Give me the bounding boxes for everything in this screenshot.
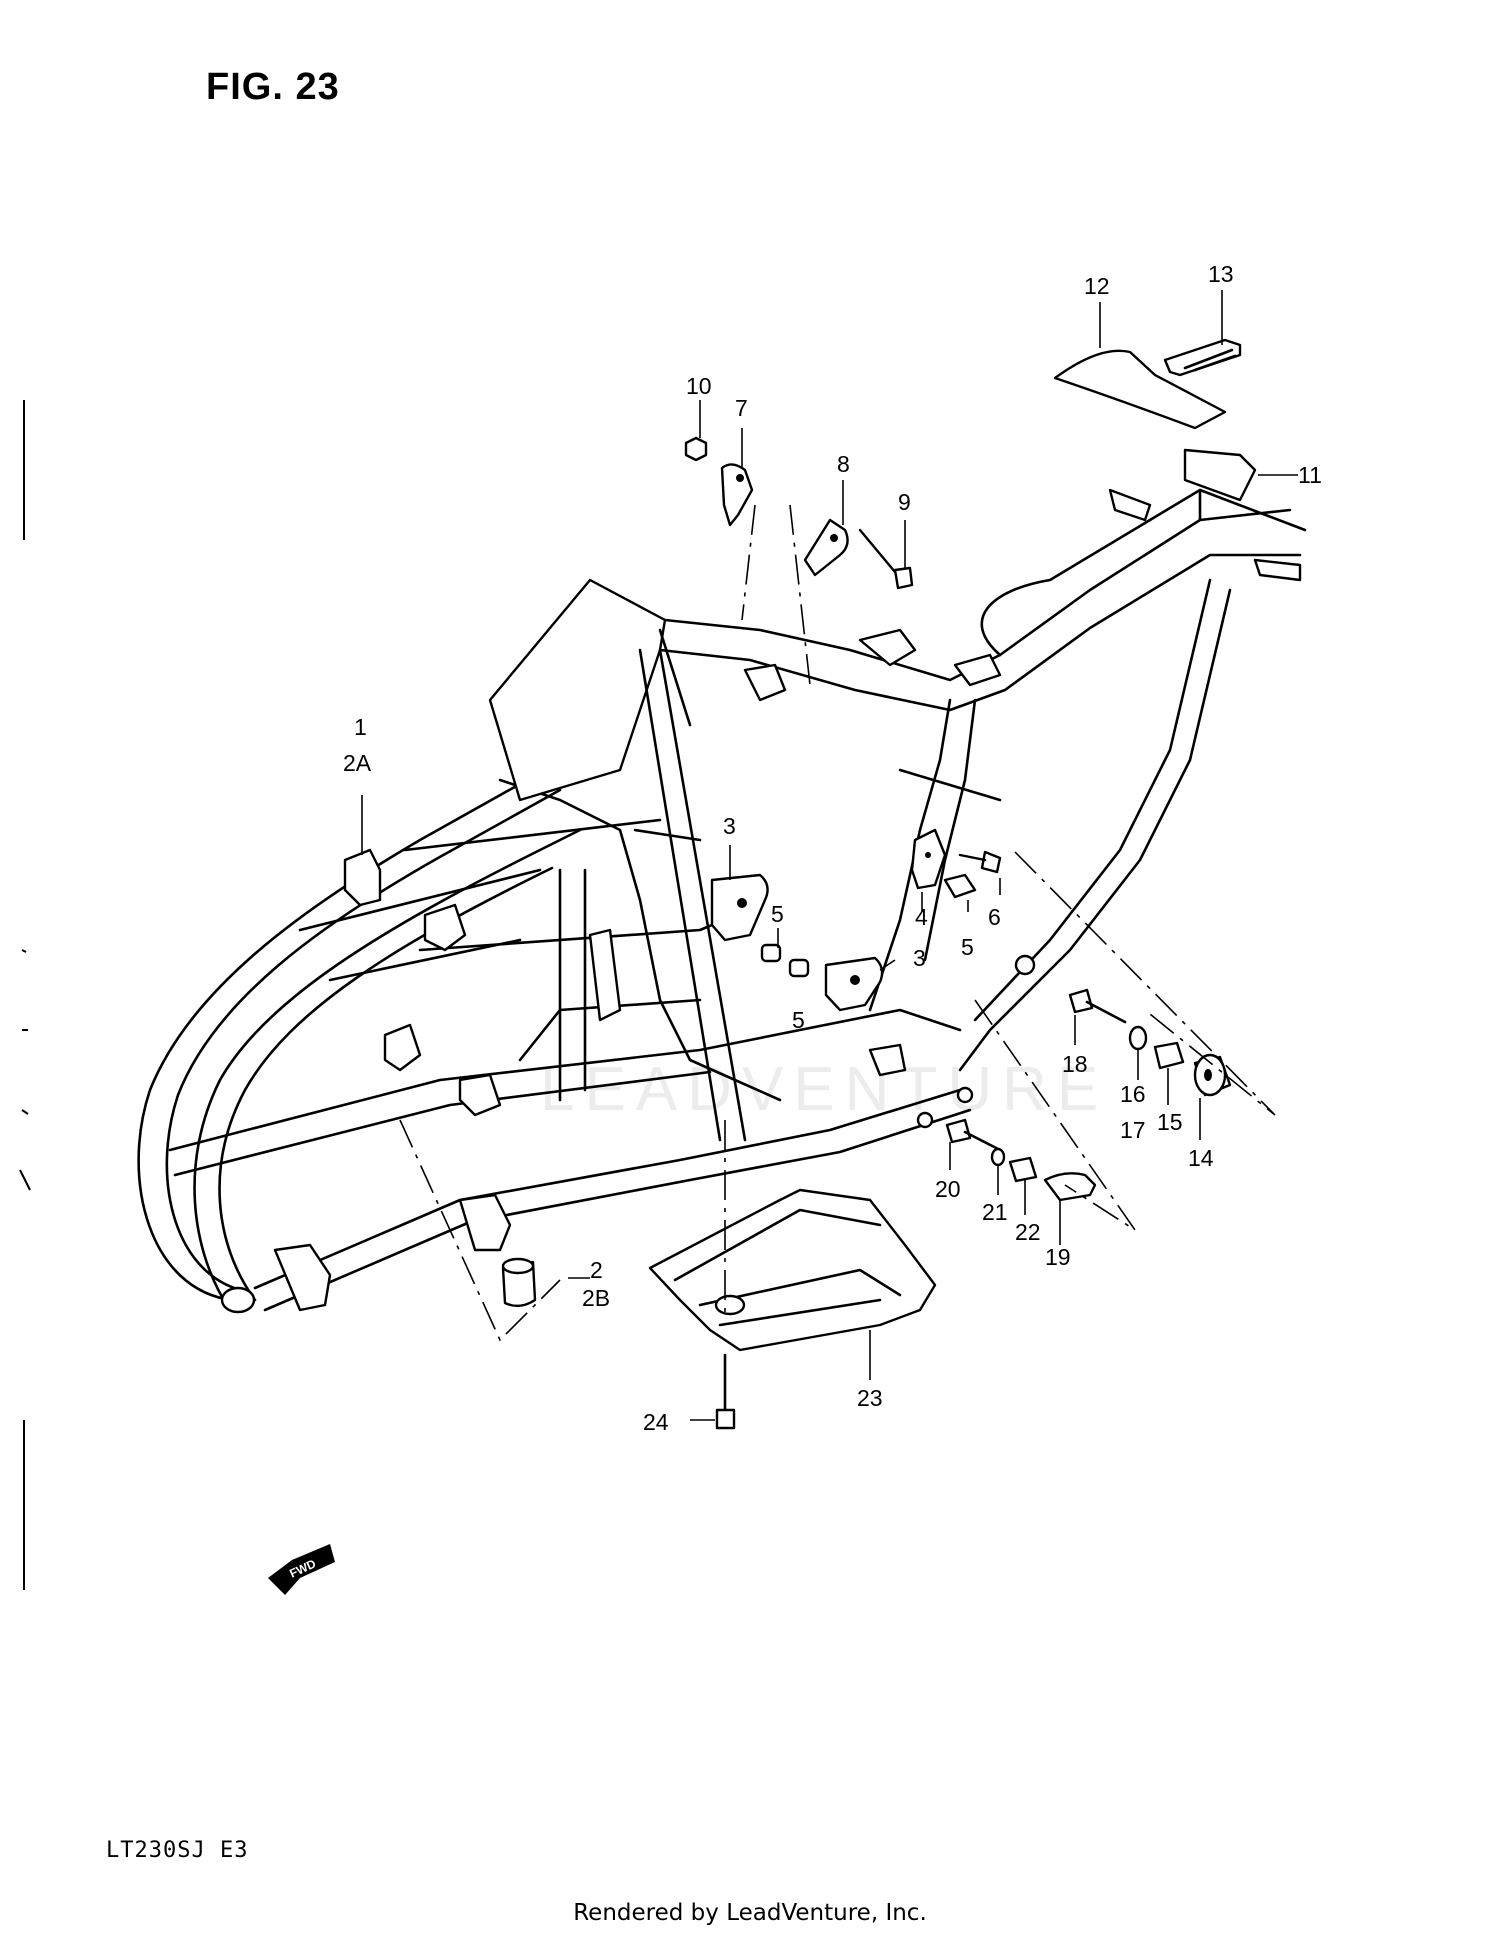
callout-13: 13 bbox=[1208, 261, 1234, 287]
callout-19: 19 bbox=[1045, 1244, 1071, 1270]
callout-3a: 3 bbox=[723, 813, 736, 839]
callout-9: 9 bbox=[898, 489, 911, 515]
callout-5c: 5 bbox=[792, 1007, 805, 1033]
part-13-clip bbox=[1163, 338, 1242, 377]
fwd-label: FWD bbox=[287, 1556, 318, 1580]
callout-6: 6 bbox=[988, 904, 1001, 930]
part-4-plate bbox=[910, 828, 947, 890]
part-14-rubber-mount bbox=[1193, 1053, 1232, 1097]
callout-14: 14 bbox=[1188, 1145, 1214, 1171]
callout-8: 8 bbox=[837, 451, 850, 477]
scan-margin-marks bbox=[19, 400, 31, 1590]
callout-4: 4 bbox=[915, 904, 928, 930]
main-frame bbox=[137, 488, 1307, 1314]
part-19-bracket bbox=[1043, 1172, 1097, 1202]
callout-7: 7 bbox=[735, 395, 748, 421]
callout-2a: 2A bbox=[343, 750, 372, 776]
callout-2: 2 bbox=[590, 1257, 603, 1283]
part-5-bolt-c bbox=[943, 873, 977, 899]
part-11-bracket bbox=[1183, 448, 1257, 502]
callout-15: 15 bbox=[1157, 1109, 1183, 1135]
callout-24: 24 bbox=[643, 1409, 669, 1435]
callout-5a: 5 bbox=[771, 901, 784, 927]
model-code: LT230SJ E3 bbox=[106, 1838, 249, 1863]
fwd-arrow-icon: FWD bbox=[268, 1544, 335, 1595]
callout-labels: 1 2A 2 2B 3 3 4 5 5 5 6 7 8 9 10 11 12 1… bbox=[343, 261, 1322, 1435]
callout-21: 21 bbox=[982, 1199, 1008, 1225]
part-12-cover bbox=[1053, 349, 1227, 430]
watermark: LEADVENTURE bbox=[540, 1055, 1108, 1124]
part-16-washer bbox=[1128, 1025, 1148, 1051]
part-18-bolt bbox=[1068, 988, 1127, 1024]
callout-10: 10 bbox=[686, 373, 712, 399]
callout-5b: 5 bbox=[961, 934, 974, 960]
callout-1: 1 bbox=[354, 714, 367, 740]
callout-23: 23 bbox=[857, 1385, 883, 1411]
callout-20: 20 bbox=[935, 1176, 961, 1202]
part-23-skid-plate bbox=[648, 1188, 937, 1352]
callout-17: 17 bbox=[1120, 1117, 1146, 1143]
part-5-collar-a bbox=[760, 943, 782, 963]
part-15-collar bbox=[1153, 1041, 1185, 1070]
callout-12: 12 bbox=[1084, 273, 1110, 299]
part-5-collar-b bbox=[788, 958, 810, 978]
part-21-washer bbox=[990, 1147, 1006, 1167]
leader-lines bbox=[361, 290, 1298, 1421]
figure-title: FIG. 23 bbox=[206, 66, 340, 108]
render-credit: Rendered by LeadVenture, Inc. bbox=[573, 1900, 927, 1926]
callout-16: 16 bbox=[1120, 1081, 1146, 1107]
part-6-bolt bbox=[958, 850, 1002, 874]
callout-18: 18 bbox=[1062, 1051, 1088, 1077]
part-9-bolt bbox=[858, 528, 914, 590]
part-22-collar bbox=[1008, 1156, 1038, 1183]
part-20-bolt bbox=[945, 1118, 1002, 1152]
part-3-bracket-upper bbox=[710, 873, 769, 942]
callout-3b: 3 bbox=[913, 945, 926, 971]
part-8-bracket bbox=[803, 518, 849, 577]
callout-2b: 2B bbox=[582, 1285, 610, 1311]
part-24-bolt bbox=[715, 1353, 736, 1430]
part-10-nut bbox=[684, 436, 708, 462]
part-7-bracket bbox=[720, 463, 754, 527]
callout-11: 11 bbox=[1298, 462, 1322, 488]
callout-22: 22 bbox=[1015, 1219, 1041, 1245]
